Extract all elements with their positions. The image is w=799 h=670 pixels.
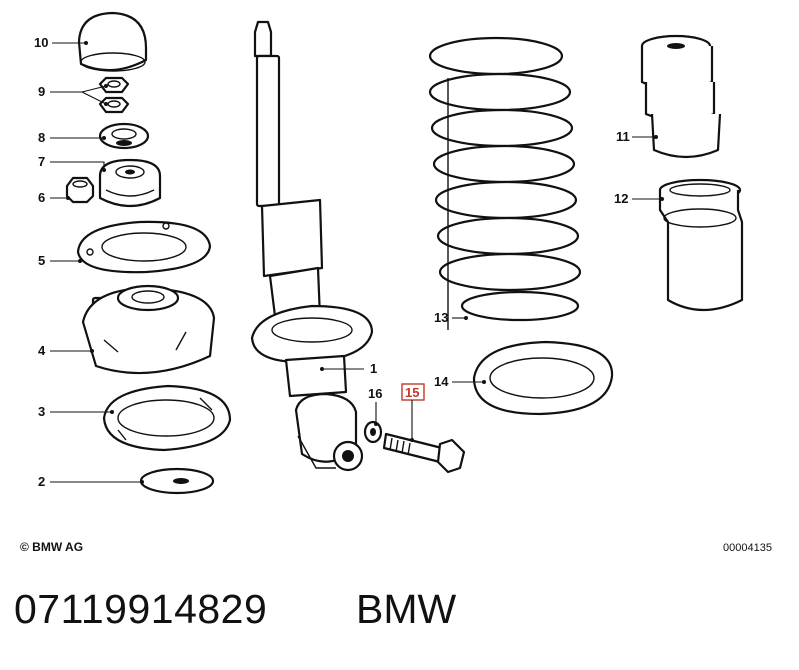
part-spring-pad <box>472 340 614 416</box>
callout-2: 2 <box>38 474 144 489</box>
svg-text:12: 12 <box>614 191 628 206</box>
svg-text:14: 14 <box>434 374 449 389</box>
svg-text:2: 2 <box>38 474 45 489</box>
part-bump-stop <box>640 34 722 159</box>
callout-10: 10 <box>34 35 88 50</box>
exploded-parts-diagram: 10 9 8 7 6 5 4 3 2 1 16 1 <box>34 11 744 495</box>
svg-text:1: 1 <box>370 361 377 376</box>
callout-12: 12 <box>614 191 664 206</box>
callout-1: 1 <box>320 361 377 376</box>
drawing-number: 00004135 <box>723 542 772 554</box>
part-strut-mount <box>81 284 216 375</box>
part-coil-spring <box>428 36 582 330</box>
svg-text:3: 3 <box>38 404 45 419</box>
callout-9: 9 <box>38 84 108 106</box>
part-washer-small <box>363 420 383 444</box>
svg-text:7: 7 <box>38 154 45 169</box>
svg-text:16: 16 <box>368 386 382 401</box>
part-spring-seat <box>102 384 232 452</box>
part-protective-tube <box>658 178 744 311</box>
callout-7: 7 <box>38 154 106 172</box>
part-number: 07119914829 <box>14 586 268 632</box>
brand-name: BMW <box>356 586 457 632</box>
copyright-notice: © BMW AG <box>20 540 84 554</box>
callout-8: 8 <box>38 130 106 145</box>
part-lock-nut <box>65 176 95 204</box>
callout-6: 6 <box>38 190 70 205</box>
part-rubber-bushing <box>98 158 162 208</box>
svg-text:5: 5 <box>38 253 45 268</box>
svg-text:15: 15 <box>405 385 419 400</box>
part-nuts <box>98 76 130 114</box>
svg-text:4: 4 <box>38 343 46 358</box>
svg-text:8: 8 <box>38 130 45 145</box>
part-rubber-cap <box>77 11 148 72</box>
callout-11: 11 <box>616 129 658 144</box>
part-gasket <box>76 220 212 274</box>
callout-5: 5 <box>38 253 82 268</box>
svg-text:6: 6 <box>38 190 45 205</box>
callout-13: 13 <box>434 310 468 325</box>
part-bolt <box>382 432 466 474</box>
callout-15-highlighted: 15 <box>401 383 425 442</box>
svg-text:13: 13 <box>434 310 448 325</box>
callout-3: 3 <box>38 404 114 419</box>
part-flat-washer <box>139 467 215 495</box>
callout-16: 16 <box>368 386 382 426</box>
svg-text:10: 10 <box>34 35 48 50</box>
svg-text:11: 11 <box>616 129 630 144</box>
part-shock-absorber <box>250 20 374 472</box>
callout-14: 14 <box>434 374 486 389</box>
part-washer-cup <box>98 122 150 150</box>
callout-4: 4 <box>38 343 94 358</box>
svg-text:9: 9 <box>38 84 45 99</box>
